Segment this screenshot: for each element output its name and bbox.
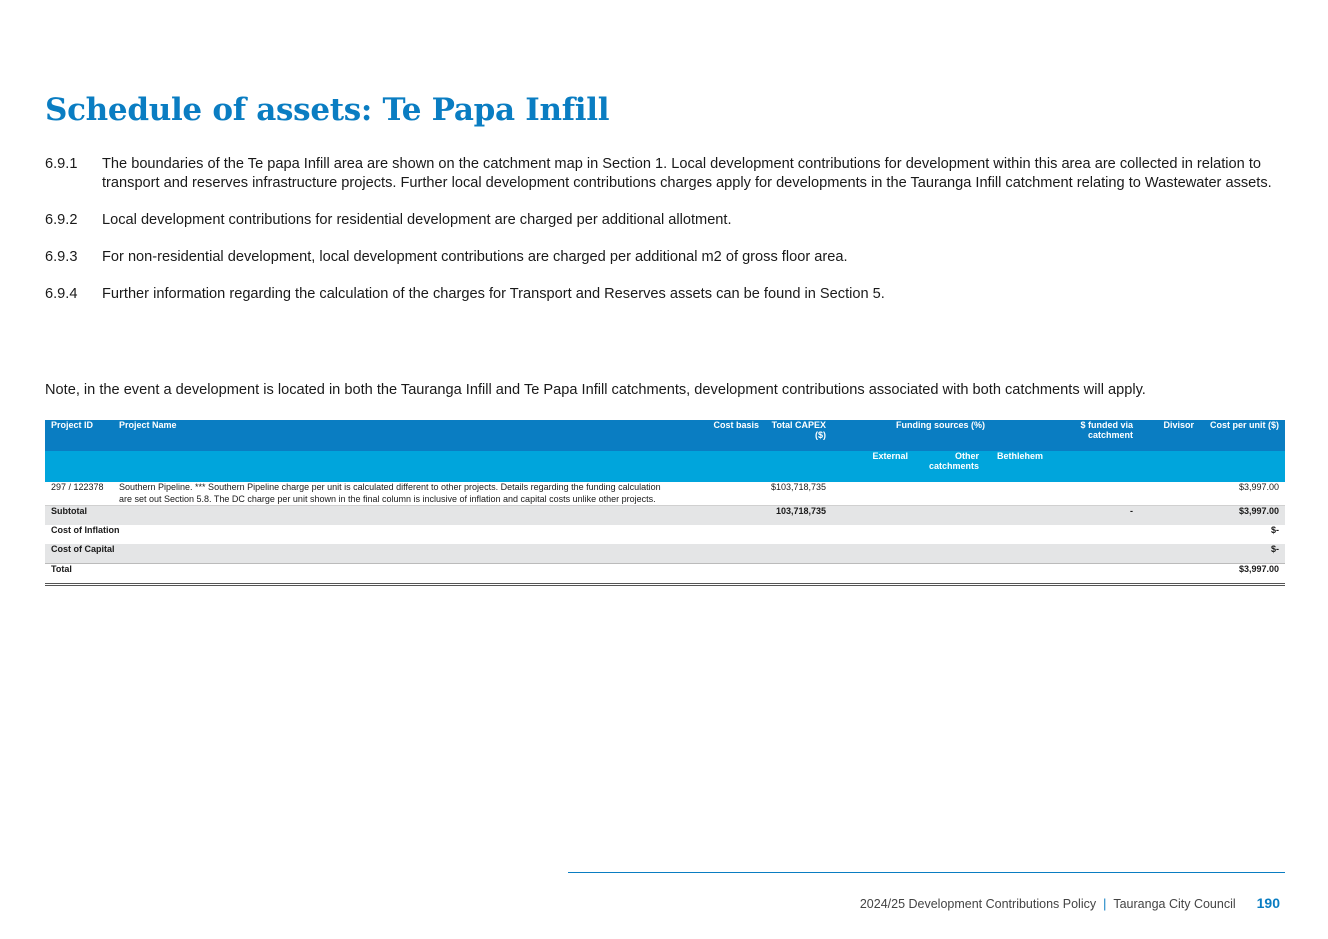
subheader-other-catchments: Other catchments (914, 451, 985, 482)
cell-project-name: Southern Pipeline. *** Southern Pipeline… (113, 482, 680, 506)
paragraph-number: 6.9.1 (45, 156, 78, 172)
cell-external (832, 482, 914, 506)
catchment-note: Note, in the event a development is loca… (45, 382, 1146, 398)
header-cost-per-unit: Cost per unit ($) (1200, 420, 1285, 451)
header-total-capex: Total CAPEX ($) (765, 420, 832, 451)
footer-council-name: Tauranga City Council (1113, 897, 1236, 911)
inflation-row: Cost of Inflation $- (45, 525, 1285, 544)
capital-label: Cost of Capital (45, 544, 1200, 564)
header-cost-basis: Cost basis (680, 420, 765, 451)
paragraph-text: For non-residential development, local d… (102, 249, 848, 265)
subheader-bethlehem: Bethlehem (985, 451, 1049, 482)
capital-cost-per-unit: $- (1200, 544, 1285, 564)
subheader-empty (1139, 451, 1200, 482)
page-title: Schedule of assets: Te Papa Infill (45, 92, 610, 128)
footer-separator: | (1103, 897, 1107, 911)
cell-other-catchments (914, 482, 985, 506)
header-funding-sources: Funding sources (%) (832, 420, 1049, 451)
subtotal-empty (1139, 505, 1200, 525)
schedule-of-assets-table: Project ID Project Name Cost basis Total… (45, 420, 1285, 586)
subheader-empty (680, 451, 765, 482)
header-project-id: Project ID (45, 420, 113, 451)
cell-total-capex: $103,718,735 (765, 482, 832, 506)
intro-paragraphs: 6.9.1 The boundaries of the Te papa Infi… (45, 155, 1290, 322)
cell-funded-via-catchment (1049, 482, 1139, 506)
table-header-row: Project ID Project Name Cost basis Total… (45, 420, 1285, 451)
header-divisor: Divisor (1139, 420, 1200, 451)
paragraph-6-9-1: 6.9.1 The boundaries of the Te papa Infi… (45, 155, 1290, 193)
paragraph-number: 6.9.4 (45, 286, 78, 302)
inflation-cost-per-unit: $- (1200, 525, 1285, 544)
cell-cost-per-unit: $3,997.00 (1200, 482, 1285, 506)
paragraph-6-9-3: 6.9.3 For non-residential development, l… (45, 248, 1290, 267)
subtotal-total-capex: 103,718,735 (765, 505, 832, 525)
paragraph-number: 6.9.2 (45, 212, 78, 228)
footer-policy-title: 2024/25 Development Contributions Policy (859, 897, 1097, 911)
subtotal-row: Subtotal 103,718,735 - $3,997.00 (45, 505, 1285, 525)
footer-divider (568, 872, 1285, 873)
total-row: Total $3,997.00 (45, 563, 1285, 586)
paragraph-text: Local development contributions for resi… (102, 212, 732, 228)
cell-cost-basis (680, 482, 765, 506)
header-project-name: Project Name (113, 420, 680, 451)
cell-bethlehem (985, 482, 1049, 506)
paragraph-6-9-4: 6.9.4 Further information regarding the … (45, 285, 1290, 304)
header-funded-via-catchment: $ funded via catchment (1049, 420, 1139, 451)
paragraph-text: The boundaries of the Te papa Infill are… (102, 156, 1272, 191)
total-cost-per-unit: $3,997.00 (1200, 563, 1285, 586)
paragraph-6-9-2: 6.9.2 Local development contributions fo… (45, 211, 1290, 230)
subheader-empty (113, 451, 680, 482)
subheader-empty (1049, 451, 1139, 482)
subheader-external: External (832, 451, 914, 482)
subheader-empty (1200, 451, 1285, 482)
subtotal-funded-via-catchment: - (1049, 505, 1139, 525)
page-number: 190 (1256, 895, 1280, 911)
cell-project-id: 297 / 122378 (45, 482, 113, 506)
paragraph-number: 6.9.3 (45, 249, 78, 265)
total-label: Total (45, 563, 1200, 586)
subtotal-empty (832, 505, 1049, 525)
inflation-label: Cost of Inflation (45, 525, 1200, 544)
paragraph-text: Further information regarding the calcul… (102, 286, 885, 302)
subtotal-cost-per-unit: $3,997.00 (1200, 505, 1285, 525)
subtotal-label: Subtotal (45, 505, 765, 525)
table-subheader-row: External Other catchments Bethlehem (45, 451, 1285, 482)
subheader-empty (45, 451, 113, 482)
table-row: 297 / 122378 Southern Pipeline. *** Sout… (45, 482, 1285, 506)
page-footer: 2024/25 Development Contributions Policy… (860, 895, 1280, 911)
subheader-empty (765, 451, 832, 482)
capital-row: Cost of Capital $- (45, 544, 1285, 564)
cell-divisor (1139, 482, 1200, 506)
